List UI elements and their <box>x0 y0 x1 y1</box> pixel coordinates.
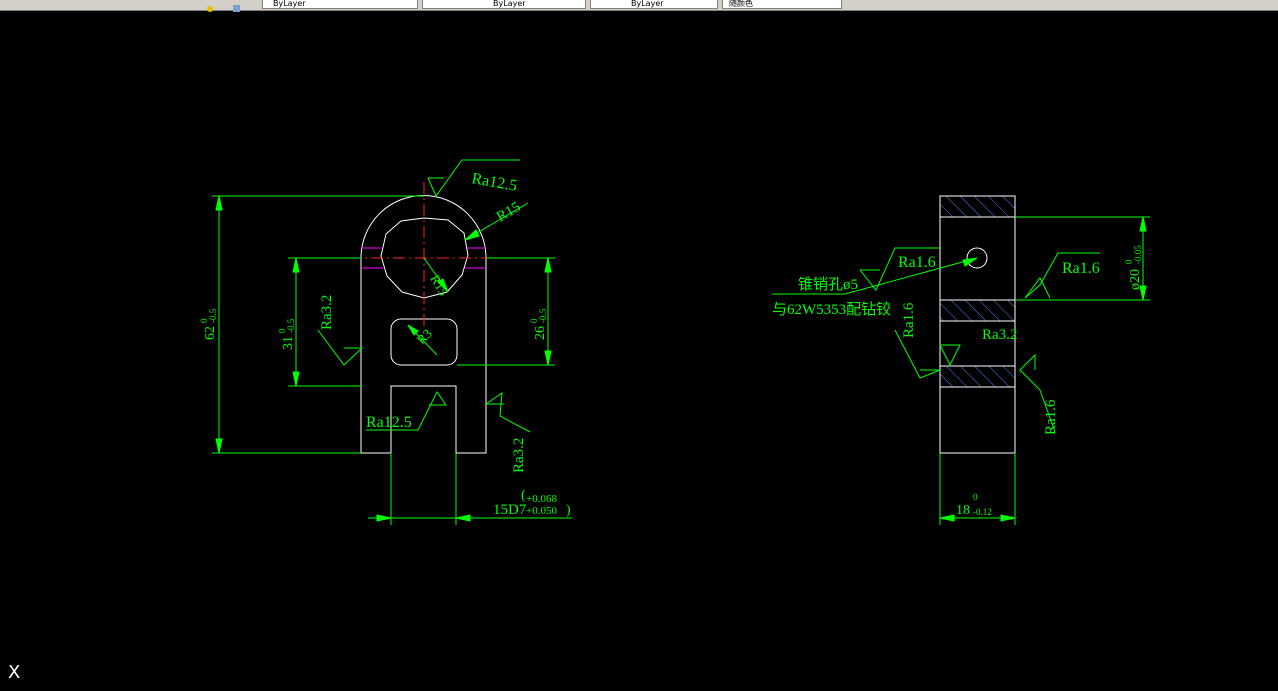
svg-text:-0.5: -0.5 <box>208 308 218 323</box>
surface-top-label: Ra12.5 <box>470 170 518 195</box>
surface-mid-label: Ra3.2 <box>982 327 1017 343</box>
properties-toolbar: ByLayer ByLayer ByLayer 随颜色 <box>0 0 1278 12</box>
drawing-canvas[interactable]: Ra12.5 R15 R15 R3 62 0 -0.5 31 0 -0.5 26… <box>0 11 1278 691</box>
layer-state-icon[interactable] <box>206 0 216 12</box>
dim-slot-label: 15D7 <box>493 502 527 518</box>
side-view: 锥销孔ø5 与62W5353配钻铰 Ra1.6 Ra1.6 Ra1.6 Ra3.… <box>772 195 1150 525</box>
svg-text:-0.5: -0.5 <box>538 308 548 323</box>
surface-right-top-label: Ra1.6 <box>1062 260 1100 277</box>
dim-31-label: 31 <box>281 336 296 350</box>
hatch-low <box>939 365 1016 388</box>
svg-text:0: 0 <box>277 328 287 333</box>
surface-left-label: Ra3.2 <box>319 295 335 330</box>
svg-text:): ) <box>566 503 571 518</box>
radius-inner-label: R15 <box>427 272 451 298</box>
svg-text:0: 0 <box>973 492 978 502</box>
part-outline <box>360 195 487 454</box>
lineweight-combo[interactable]: ByLayer <box>590 0 718 9</box>
linetype-combo[interactable]: ByLayer <box>422 0 586 9</box>
surface-right-low-label: Ra1.6 <box>1043 399 1059 435</box>
radius-slot-label: R3 <box>414 326 435 347</box>
surface-left-mid-label: Ra1.6 <box>901 302 917 338</box>
svg-text:(: ( <box>521 488 526 503</box>
layer-cube-icon[interactable] <box>232 0 242 12</box>
dim-dia-20-label: ø20 <box>1128 269 1143 290</box>
surface-slot-label: Ra12.5 <box>366 414 412 431</box>
surface-hole-label: Ra1.6 <box>898 254 936 271</box>
surface-right-label: Ra3.2 <box>511 438 527 473</box>
side-outline <box>939 195 1016 454</box>
layer-combo[interactable]: ByLayer <box>262 0 418 9</box>
svg-text:-0.05: -0.05 <box>1133 245 1143 264</box>
svg-text:0: 0 <box>199 318 209 323</box>
dim-62-label: 62 <box>203 326 218 340</box>
svg-text:+0.050: +0.050 <box>526 505 557 517</box>
hatch-top <box>939 195 1016 218</box>
ucs-icon: X <box>8 662 21 683</box>
svg-text:-0.5: -0.5 <box>286 318 296 333</box>
cad-drawing: Ra12.5 R15 R15 R3 62 0 -0.5 31 0 -0.5 26… <box>199 159 1150 525</box>
plotstyle-combo[interactable]: 随颜色 <box>722 0 842 9</box>
svg-text:0: 0 <box>529 318 539 323</box>
dim-18-label: 18 <box>956 503 970 518</box>
note-line1: 锥销孔ø5 <box>798 276 858 293</box>
hatch-mid <box>939 299 1016 322</box>
note-line2: 与62W5353配钻铰 <box>772 300 891 318</box>
dim-26-label: 26 <box>533 326 548 340</box>
svg-text:0: 0 <box>1124 259 1134 264</box>
svg-text:+0.068: +0.068 <box>526 493 557 505</box>
radius-outer-label: R15 <box>494 199 524 225</box>
pin-hole <box>966 247 988 269</box>
front-view: Ra12.5 R15 R15 R3 62 0 -0.5 31 0 -0.5 26… <box>199 159 572 525</box>
svg-text:-0.12: -0.12 <box>973 507 992 517</box>
